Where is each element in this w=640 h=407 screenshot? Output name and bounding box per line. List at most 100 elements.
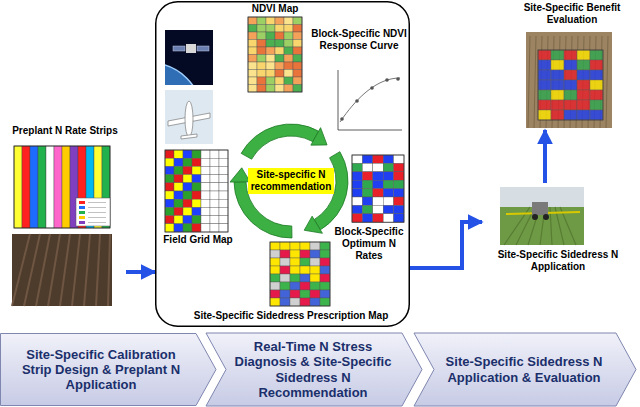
prescription-map (280, 290, 290, 298)
ndvi-map (248, 62, 257, 70)
optimum-rate-map (362, 172, 372, 180)
strip-map (88, 202, 106, 203)
field-grid-map (165, 150, 228, 232)
prescription-map (290, 274, 300, 282)
ndvi-map (266, 17, 275, 25)
stage-label: Site-Specific Calibration Strip Design &… (14, 347, 188, 393)
field-grid-map (210, 175, 219, 183)
soil-photo (84, 234, 90, 306)
prescription-map (270, 282, 280, 290)
figure-box: Block-Specific NDVI Response Curve (310, 28, 408, 130)
prescription-map (290, 266, 300, 274)
benefit-grid (564, 80, 577, 90)
soil-photo (12, 234, 112, 306)
drone-photo (185, 101, 193, 137)
ndvi-map (248, 40, 257, 48)
ndvi-map (248, 55, 257, 63)
ndvi-map (257, 85, 266, 93)
field-grid-map (201, 158, 210, 166)
prescription-map (270, 258, 280, 266)
ndvi-map (257, 62, 266, 70)
benefit-grid (590, 50, 603, 60)
optimum-rate-map (394, 172, 404, 180)
flow-arrow (126, 270, 155, 274)
ndvi-map (293, 40, 302, 48)
ndvi-map (275, 47, 284, 55)
field-grid-map (201, 191, 210, 199)
stage-chevron: Real-Time N Stress Diagnosis & Site-Spec… (206, 333, 422, 406)
field-grid-map (192, 216, 201, 224)
field-grid-map (201, 150, 210, 158)
optimum-rate-map (352, 163, 362, 171)
strip-map (38, 146, 46, 228)
benefit-grid (538, 80, 551, 90)
response-chart (370, 86, 374, 90)
benefit-photo (534, 36, 536, 128)
benefit-photo (526, 32, 612, 128)
figure-label: Block-Specific NDVI Response Curve (310, 28, 408, 52)
ndvi-map (284, 47, 293, 55)
ndvi-map (266, 62, 275, 70)
field-grid-map (174, 175, 183, 183)
strip-map (79, 216, 85, 219)
satellite-photo (186, 44, 196, 53)
ndvi-map (275, 85, 284, 93)
benefit-grid (564, 100, 577, 110)
ndvi-map (275, 17, 284, 25)
strip-map (88, 212, 106, 213)
response-chart (338, 130, 402, 131)
field-grid-map (219, 175, 228, 183)
benefit-grid (538, 50, 603, 120)
prescription-map (300, 250, 310, 258)
benefit-grid (564, 110, 577, 120)
optimum-rate-map (383, 172, 393, 180)
prescription-map (270, 298, 280, 306)
response-chart (396, 77, 400, 81)
benefit-grid (551, 50, 564, 60)
satellite-photo (165, 63, 202, 85)
field-grid-map (210, 207, 219, 215)
optimum-rate-map (362, 180, 372, 188)
optimum-rate-map (352, 172, 362, 180)
sidedress-photo (532, 214, 538, 220)
prescription-map (280, 298, 290, 306)
field-grid-map (174, 158, 183, 166)
figure-box: Preplant N Rate Strips (4, 125, 126, 319)
ndvi-map (275, 70, 284, 78)
figure-label: Block-Specific Optimum N Rates (330, 226, 408, 262)
chevron-shape (1, 334, 217, 406)
prescription-map (320, 250, 330, 258)
field-grid-map (174, 150, 183, 158)
soil-photo (12, 234, 112, 306)
strip-map (14, 146, 110, 228)
optimum-rate-map (373, 205, 383, 213)
optimum-rate-map (373, 189, 383, 197)
ndvi-map (284, 62, 293, 70)
field-grid-map (165, 199, 174, 207)
figure-label: Site-Specific Sidedress N Application (482, 249, 634, 273)
ndvi-map (257, 32, 266, 40)
ndvi-map (266, 70, 275, 78)
optimum-rate-map (352, 155, 404, 222)
field-grid-map (192, 199, 201, 207)
response-chart (385, 78, 389, 82)
prescription-map (310, 298, 320, 306)
drone-photo (165, 90, 213, 144)
prescription-map (300, 298, 310, 306)
field-grid-map (219, 150, 228, 158)
field-grid-map (183, 150, 192, 158)
field-grid-map (174, 191, 183, 199)
satellite-photo (165, 63, 202, 85)
ndvi-map (248, 32, 257, 40)
prescription-map (290, 290, 300, 298)
prescription-map (320, 290, 330, 298)
field-grid-map (165, 150, 228, 232)
field-grid-map (210, 166, 219, 174)
ndvi-map (257, 17, 266, 25)
strip-map (46, 146, 54, 228)
panel-border (156, 2, 410, 327)
chevron-shape (206, 333, 422, 406)
ndvi-map (257, 77, 266, 85)
prescription-map (290, 282, 300, 290)
